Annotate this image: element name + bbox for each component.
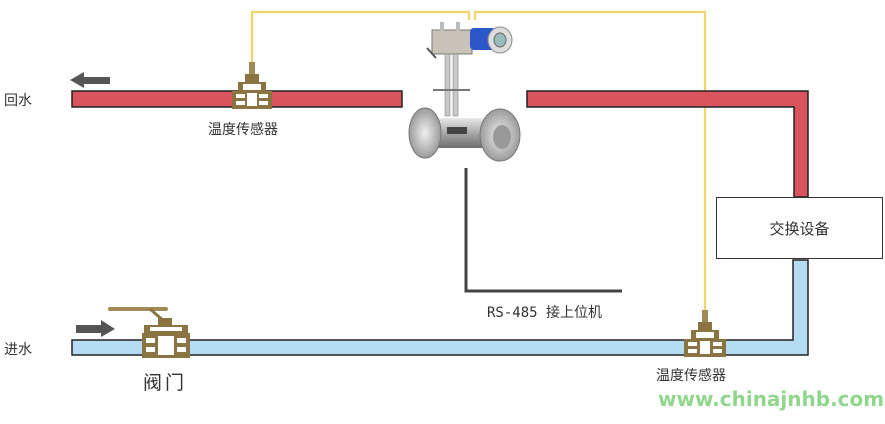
temperature-sensor-top-label: 温度传感器 bbox=[208, 122, 278, 138]
exchange-equipment-label: 交换设备 bbox=[769, 219, 830, 238]
valve-label: 阀门 bbox=[143, 372, 188, 394]
signal-wire bbox=[250, 10, 707, 318]
inlet-water-label: 进水 bbox=[4, 342, 32, 358]
arrow-right-icon bbox=[76, 320, 115, 337]
temperature-sensor-bottom bbox=[684, 310, 726, 357]
flow-meter-icon bbox=[408, 22, 521, 162]
exchange-equipment: 交换设备 bbox=[716, 197, 883, 259]
signal-wire-left bbox=[250, 10, 471, 70]
arrow-left-icon bbox=[70, 72, 110, 88]
rs485-cable bbox=[464, 168, 622, 293]
signal-wire-right bbox=[473, 10, 707, 318]
watermark: www.chinajnhb.com bbox=[658, 387, 885, 411]
rs485-label: RS-485 接上位机 bbox=[487, 305, 603, 321]
return-water-label: 回水 bbox=[4, 93, 32, 109]
temperature-sensor-top bbox=[232, 62, 272, 109]
valve bbox=[108, 307, 190, 358]
temperature-sensor-bottom-label: 温度传感器 bbox=[656, 368, 726, 384]
